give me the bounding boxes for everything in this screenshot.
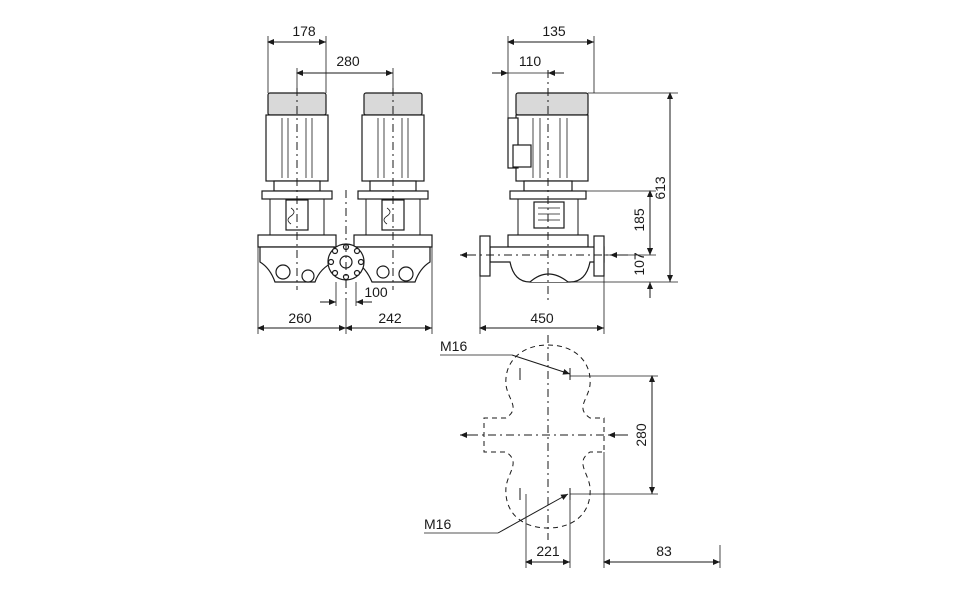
dim-left-half: 260 bbox=[288, 310, 312, 326]
dim-right-half: 242 bbox=[378, 310, 402, 326]
dim-shaft-offset: 110 bbox=[519, 53, 542, 69]
side-view: 135 110 613 185 107 450 bbox=[460, 23, 678, 334]
dim-motor-depth: 135 bbox=[542, 23, 566, 39]
dim-flange-height: 185 bbox=[631, 208, 647, 232]
dim-edge-offset: 83 bbox=[656, 543, 672, 559]
thread-label-top: M16 bbox=[440, 338, 467, 354]
dim-motor-width: 178 bbox=[292, 23, 316, 39]
front-view: 178 280 100 260 242 bbox=[257, 23, 433, 334]
dim-center-offset: 100 bbox=[364, 284, 388, 300]
plan-view: M16 M16 280 221 83 bbox=[424, 335, 721, 568]
dim-shaft-spacing: 280 bbox=[336, 53, 360, 69]
dim-total-height: 613 bbox=[652, 176, 668, 200]
dim-bolt-spacing: 280 bbox=[633, 423, 649, 447]
dim-port-to-port: 450 bbox=[530, 310, 554, 326]
dim-bolt-offset: 221 bbox=[536, 543, 560, 559]
thread-label-bottom: M16 bbox=[424, 516, 451, 532]
dim-inlet-height: 107 bbox=[631, 252, 647, 276]
